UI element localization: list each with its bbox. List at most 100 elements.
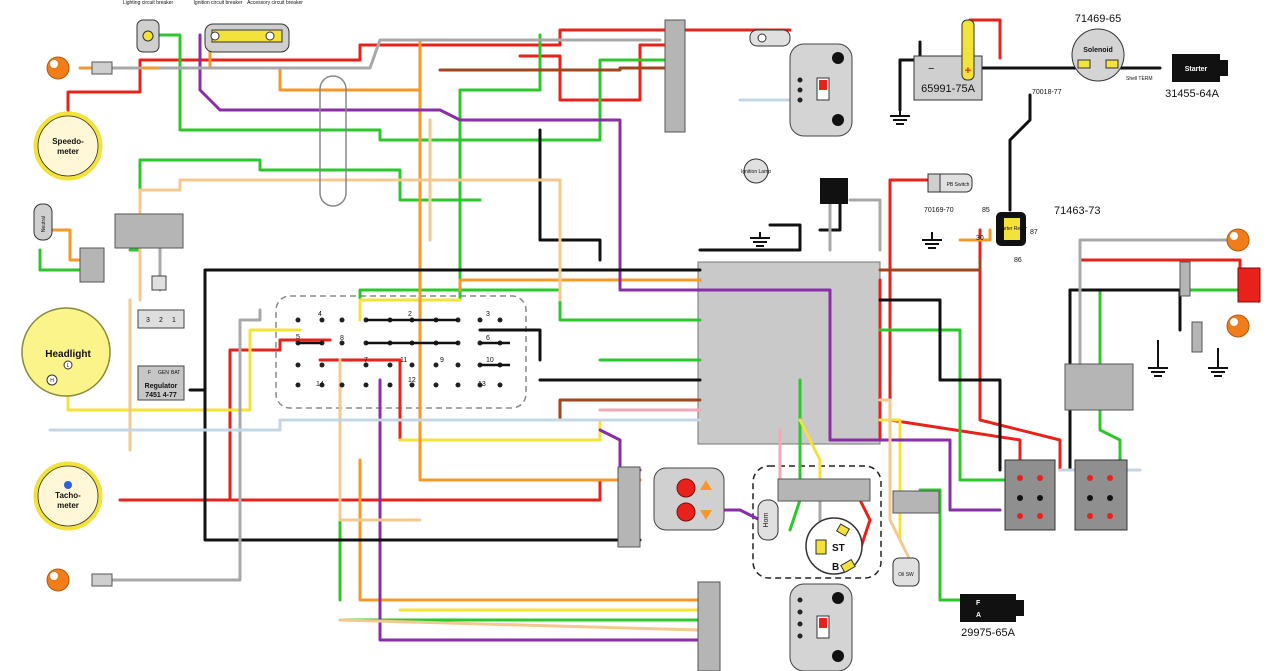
jn-3: 3	[486, 311, 490, 318]
right-vert-connector-2	[1191, 321, 1203, 353]
reg-f: F	[148, 370, 151, 376]
starter-relay: Starter Relay 71463-73 85 30 87 86	[976, 205, 1101, 264]
jn-11: 11	[400, 357, 407, 364]
solenoid-label: Solenoid	[1083, 47, 1113, 54]
left-connector	[114, 213, 184, 249]
red-lamp-right	[1237, 267, 1261, 303]
ignition-switch-outline	[752, 465, 882, 579]
pb-part: 70169-70	[924, 207, 954, 214]
lighting-breaker: Lighting circuit breaker	[123, 0, 173, 53]
ground-symbols	[750, 110, 1228, 377]
reg-bat: BAT	[171, 370, 180, 376]
small-connector	[79, 247, 105, 283]
right-connector	[1064, 363, 1134, 411]
relay-30: 30	[976, 235, 984, 242]
regulator: F GEN BAT Regulator 7451 4-77	[137, 365, 185, 401]
left-switch-label: Neutral	[41, 216, 47, 232]
headlight-label: Headlight	[45, 349, 91, 360]
reg-num-3: 3	[146, 317, 150, 324]
oil-switch: Oil SW	[892, 557, 920, 587]
switch-st: ST	[832, 543, 845, 554]
regulator-block-nums: 3 2 1	[137, 309, 185, 329]
starter-part: 31455-64A	[1165, 88, 1219, 100]
junction-grid	[295, 317, 510, 388]
bottom-connector	[697, 581, 721, 671]
headlight: Headlight H L	[21, 307, 111, 397]
ignition-breaker: Ignition circuit breaker Accessory circu…	[194, 0, 303, 53]
jn-13: 13	[478, 381, 486, 388]
relay-86: 86	[1014, 257, 1022, 264]
bulb-top-left	[46, 56, 113, 80]
solenoid: 71469-65 Solenoid	[1071, 13, 1125, 82]
tachometer: Tacho- meter	[33, 461, 103, 531]
starter: Starter 31455-64A Shell TERM	[1126, 54, 1228, 100]
reg-num-1: 1	[172, 317, 176, 324]
shell-term: Shell TERM	[1126, 76, 1153, 82]
jn-4: 4	[318, 311, 322, 318]
ignition-breaker-label: Ignition circuit breaker	[194, 0, 243, 6]
fa-part: 29975-65A	[961, 627, 1015, 639]
horn-connector	[777, 478, 871, 502]
bottom-switch-panel	[789, 583, 853, 671]
oil-connector	[892, 490, 940, 514]
right-switch-1	[1004, 459, 1056, 531]
bulb-bottom-left	[46, 568, 113, 592]
relay-label: Starter Relay	[997, 226, 1027, 232]
tachometer-label-1: Tacho-	[55, 491, 81, 500]
wire-part: 70018-77	[1032, 89, 1062, 96]
junction-labels: 4 2 3 5 6 10 7 11 12 8 9 13 14	[296, 311, 494, 388]
solenoid-part: 71469-65	[1075, 13, 1122, 25]
jn-14: 14	[316, 381, 324, 388]
small-fuse-block	[151, 275, 167, 291]
switch-b: B	[832, 562, 839, 573]
speedometer-label-2: meter	[57, 147, 79, 156]
fa-f: F	[976, 600, 981, 607]
headlight-h: H	[50, 378, 54, 384]
bulb-right-top	[1226, 228, 1250, 252]
horn-label: Horn	[763, 512, 770, 527]
mid-connector	[617, 466, 641, 548]
jn-7: 7	[364, 357, 368, 364]
fa-a: A	[976, 612, 981, 619]
oil-switch-label: Oil SW	[898, 572, 914, 578]
headlight-l: L	[67, 363, 70, 369]
oval-loom	[319, 75, 347, 207]
reg-gen: GEN	[158, 370, 169, 376]
battery-part: 65991-75A	[921, 83, 975, 95]
jn-12: 12	[408, 377, 416, 384]
regulator-name: Regulator	[145, 383, 178, 390]
speedometer-label-1: Speedo-	[52, 137, 84, 146]
fa-component: F A 29975-65A	[960, 594, 1024, 639]
left-small-switch: Neutral	[33, 203, 53, 241]
battery-minus: −	[928, 63, 934, 75]
jn-10: 10	[486, 357, 494, 364]
reg-num-2: 2	[159, 317, 163, 324]
speedometer: Speedo- meter	[33, 111, 103, 181]
jn-5: 5	[296, 334, 300, 341]
right-switch-2	[1074, 459, 1128, 531]
horn: Horn	[757, 499, 779, 541]
bulb-right-bottom	[1226, 314, 1250, 338]
jn-9: 9	[440, 357, 444, 364]
right-vert-connector-1	[1179, 261, 1191, 297]
relay-85: 85	[982, 207, 990, 214]
jn-8: 8	[340, 335, 344, 342]
starter-label: Starter	[1185, 66, 1208, 73]
ignition-lamp-label: Ignition Lamp	[741, 169, 771, 175]
ignition-switch: ST B	[805, 517, 863, 575]
relay-part: 71463-73	[1054, 205, 1101, 217]
regulator-part: 7451 4-77	[145, 392, 177, 399]
pb-switch-label: PB Switch	[947, 182, 970, 188]
ignition-lamp: Ignition Lamp	[741, 158, 848, 204]
top-switch-panel	[789, 43, 853, 137]
jn-6: 6	[486, 335, 490, 342]
handlebar-switch	[653, 467, 725, 531]
jn-2: 2	[408, 311, 412, 318]
relay-87: 87	[1030, 229, 1038, 236]
central-panel	[697, 261, 881, 445]
accessory-breaker-label: Accessory circuit breaker	[247, 0, 303, 6]
pb-switch: PB Switch 70169-70	[924, 173, 973, 214]
battery: − + 65991-75A	[913, 19, 983, 101]
tachometer-label-2: meter	[57, 501, 79, 510]
